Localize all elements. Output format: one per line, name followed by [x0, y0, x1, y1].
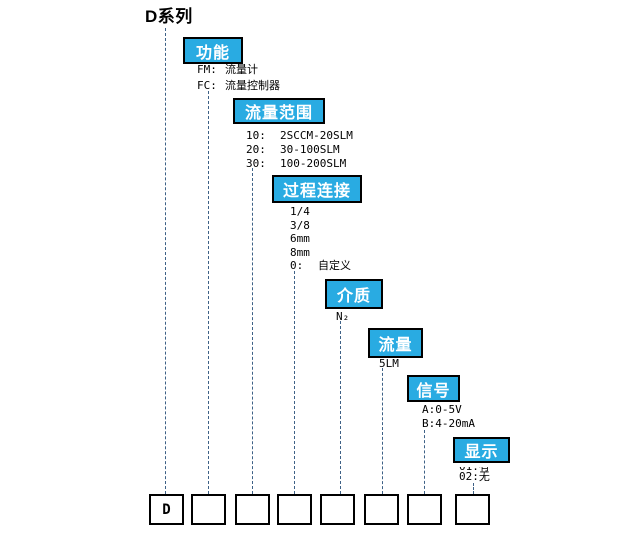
connector-line-display: [473, 483, 474, 494]
code-box-display: [455, 494, 490, 525]
field-options-flow: 5LM: [379, 358, 399, 370]
option-row: FM:流量计: [197, 63, 258, 76]
option-row: 0:自定义: [290, 259, 351, 272]
option-row: 1/4: [290, 205, 310, 218]
field-options-flow-range: 10:2SCCM-20SLM 20:30-100SLM 30:100-200SL…: [246, 129, 353, 171]
field-label-flow-range: 流量范围: [233, 98, 325, 124]
option-row: B:4-20mA: [422, 417, 475, 430]
field-options-signal: A:0-5V B:4-20mA: [422, 403, 475, 431]
code-box-flow-range: [235, 494, 270, 525]
connector-line-process-connection: [294, 271, 295, 494]
field-options-process-connection: 1/4 3/8 6mm 8mm 0:自定义: [290, 205, 351, 273]
field-options-medium: N₂: [336, 311, 349, 323]
option-row: N₂: [336, 310, 350, 323]
series-title: D系列: [145, 7, 193, 26]
connector-line-function: [208, 91, 209, 494]
option-row: 02:无: [459, 469, 490, 483]
connector-line-flow-range: [252, 168, 253, 494]
code-box-medium: [320, 494, 355, 525]
connector-line-signal: [424, 430, 425, 494]
code-box-value: D: [162, 501, 171, 518]
field-options-display: 01:有 02:无: [459, 467, 519, 483]
option-row: A:0-5V: [422, 403, 462, 416]
field-label-medium: 介质: [325, 279, 383, 309]
code-box-function: [191, 494, 226, 525]
option-row: 10:2SCCM-20SLM: [246, 129, 353, 142]
field-label-signal: 信号: [407, 375, 460, 402]
option-row: 5LM: [379, 357, 399, 370]
option-row: 30:100-200SLM: [246, 157, 347, 170]
connector-line-flow: [382, 368, 383, 494]
field-label-display: 显示: [453, 437, 510, 463]
field-options-display-clip: 01:有 02:无: [459, 467, 519, 484]
option-row: 3/8: [290, 218, 310, 232]
code-box-series: D: [149, 494, 184, 525]
connector-line-medium: [340, 321, 341, 494]
code-box-flow: [364, 494, 399, 525]
code-box-signal: [407, 494, 442, 525]
field-label-flow: 流量: [368, 328, 423, 358]
field-options-function: FM:流量计 FC:流量控制器: [197, 62, 280, 94]
option-row: 6mm: [290, 232, 310, 245]
option-row: 20:30-100SLM: [246, 143, 340, 156]
connector-line-series: [165, 28, 166, 494]
code-box-process-connection: [277, 494, 312, 525]
field-label-process-connection: 过程连接: [272, 175, 362, 203]
option-row: 8mm: [290, 245, 310, 259]
field-label-function: 功能: [183, 37, 243, 64]
option-row: 01:有: [459, 467, 519, 472]
option-row: FC:流量控制器: [197, 79, 280, 92]
